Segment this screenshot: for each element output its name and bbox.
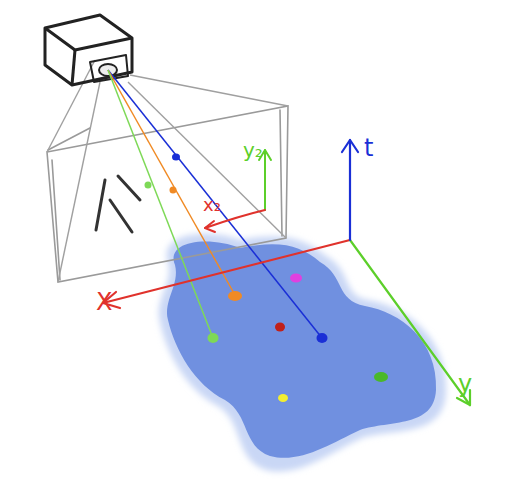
axis-label: x₂ — [203, 196, 221, 214]
projection-rays — [108, 70, 322, 338]
axis-label: y₂ — [243, 140, 263, 160]
image-axes — [205, 150, 271, 232]
image-points — [145, 154, 181, 194]
plane-sketch — [96, 176, 140, 232]
axis-label: X — [96, 290, 112, 314]
world-points — [208, 274, 389, 403]
world-plane-halo — [159, 234, 446, 472]
world-plane — [167, 241, 436, 457]
axis-label: t — [364, 136, 373, 160]
world-axes — [103, 140, 470, 405]
image-plane — [47, 106, 288, 282]
axis-label: y — [458, 372, 472, 396]
frustum-lines — [47, 60, 288, 282]
camera — [45, 15, 132, 85]
